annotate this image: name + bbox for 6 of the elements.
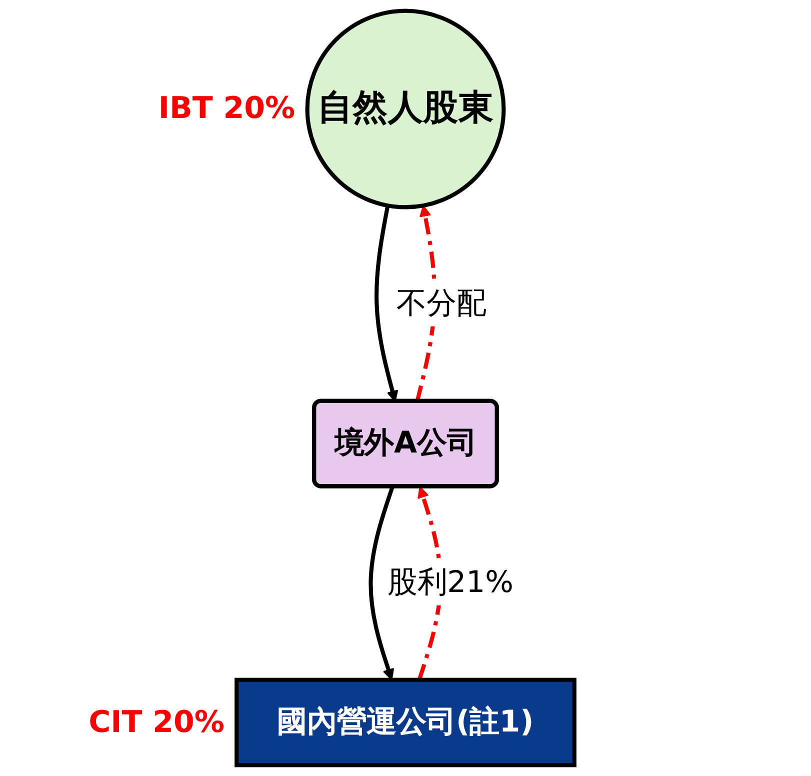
edge-label: 不分配	[396, 287, 486, 321]
node-box: 國內營運公司(註1)	[234, 678, 576, 768]
tax-rate-label: CIT 20%	[88, 704, 224, 740]
node-circle: 自然人股東	[305, 8, 506, 210]
tax-rate-label: IBT 20%	[158, 91, 296, 126]
edge-label: 股利21%	[388, 566, 514, 600]
